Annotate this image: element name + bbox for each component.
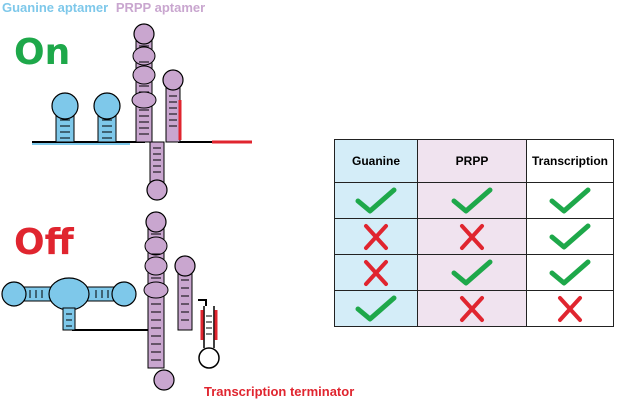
table-row — [334, 182, 614, 219]
on-guanine-hairpin-2 — [93, 92, 121, 143]
table-row — [334, 254, 614, 291]
cross-icon — [364, 259, 388, 286]
off-state-structure — [1, 211, 220, 391]
table-cell — [334, 254, 418, 291]
check-icon — [451, 187, 493, 213]
on-prpp-hairpin-2 — [162, 69, 184, 143]
table-cell — [334, 218, 418, 255]
off-prpp-hairpin — [143, 211, 175, 391]
off-prpp-hairpin-2 — [174, 255, 196, 331]
off-guanine-aptamer — [1, 277, 137, 331]
check-icon — [451, 259, 493, 285]
state-off-label: Off — [14, 222, 74, 263]
truth-table-header: Guanine PRPP Transcription — [334, 139, 614, 183]
on-guanine-hairpin-1 — [51, 92, 79, 143]
table-row — [334, 218, 614, 255]
header-transcription: Transcription — [526, 139, 614, 183]
header-guanine: Guanine — [334, 139, 418, 183]
check-icon — [549, 259, 591, 285]
truth-table: Guanine PRPP Transcription — [334, 139, 614, 327]
check-icon — [549, 187, 591, 213]
check-icon — [549, 223, 591, 249]
on-lower-stem — [146, 141, 168, 201]
on-prpp-hairpin — [131, 23, 157, 143]
check-icon — [355, 187, 397, 213]
table-cell — [526, 290, 614, 327]
header-prpp: PRPP — [417, 139, 527, 183]
cross-icon — [558, 295, 582, 322]
table-cell — [417, 254, 527, 291]
table-cell — [417, 182, 527, 219]
cross-icon — [364, 223, 388, 250]
table-cell — [334, 182, 418, 219]
cross-icon — [460, 295, 484, 322]
table-cell — [526, 254, 614, 291]
cross-icon — [460, 223, 484, 250]
table-row — [334, 290, 614, 327]
legend: Guanine aptamer PRPP aptamer — [2, 0, 209, 15]
state-on-label: On — [14, 32, 71, 73]
legend-prpp: PRPP aptamer — [115, 0, 206, 15]
table-cell — [526, 218, 614, 255]
terminator-hairpin — [198, 306, 220, 369]
table-cell — [417, 290, 527, 327]
terminator-label: Transcription terminator — [204, 384, 355, 399]
on-state-structure — [32, 23, 252, 201]
check-icon — [355, 295, 397, 321]
table-cell — [334, 290, 418, 327]
legend-guanine: Guanine aptamer — [2, 0, 109, 15]
table-cell — [417, 218, 527, 255]
table-cell — [526, 182, 614, 219]
